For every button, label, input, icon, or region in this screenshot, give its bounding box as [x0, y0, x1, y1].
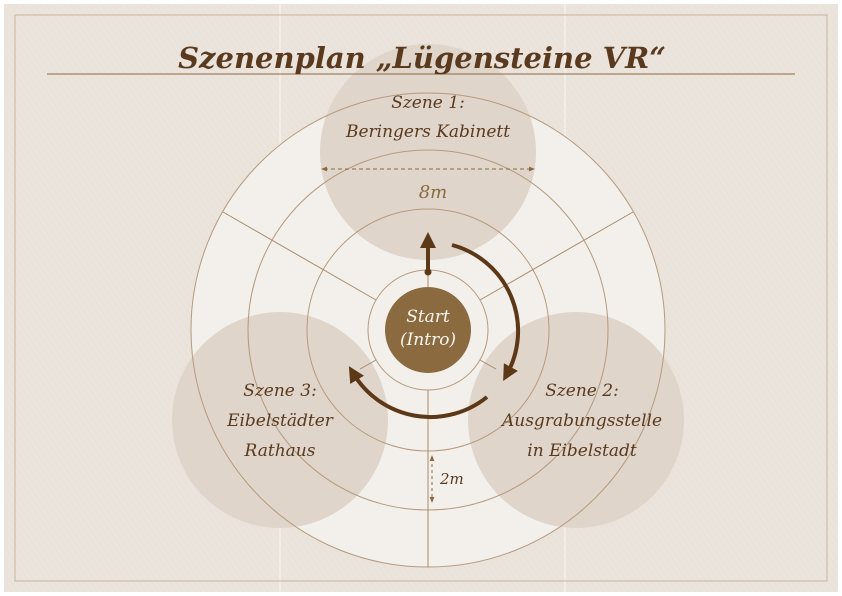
start-label: Start	[406, 307, 450, 327]
ring-width-label: 2m	[439, 470, 464, 488]
page-title: Szenenplan „Lügensteine VR“	[178, 41, 666, 75]
scene-1-area	[320, 44, 536, 260]
scene-2-title: Szene 2:	[545, 381, 619, 401]
frame-border	[14, 14, 828, 582]
scene-2-name: Ausgrabungsstelle	[500, 411, 662, 431]
arrow-scene-1-to-2	[451, 243, 521, 382]
scene-3-name: Eibelstädter	[226, 411, 334, 431]
scene-3-title: Szene 3:	[243, 381, 317, 401]
scene-2-area	[468, 312, 684, 528]
spoke-left	[222, 211, 377, 301]
scene-2-name-2: in Eibelstadt	[527, 441, 637, 461]
scene-1-name: Beringers Kabinett	[345, 122, 510, 142]
arrow-scene-2-to-3	[348, 366, 489, 420]
scene-3-area	[172, 312, 388, 528]
scene-1-title: Szene 1:	[391, 93, 465, 113]
start-sublabel: (Intro)	[400, 330, 456, 350]
scene-diameter-label: 8m	[419, 182, 448, 203]
scene-3-name-2: Rathaus	[244, 441, 316, 461]
spoke-inner-right	[479, 359, 497, 370]
start-circle	[385, 287, 471, 373]
